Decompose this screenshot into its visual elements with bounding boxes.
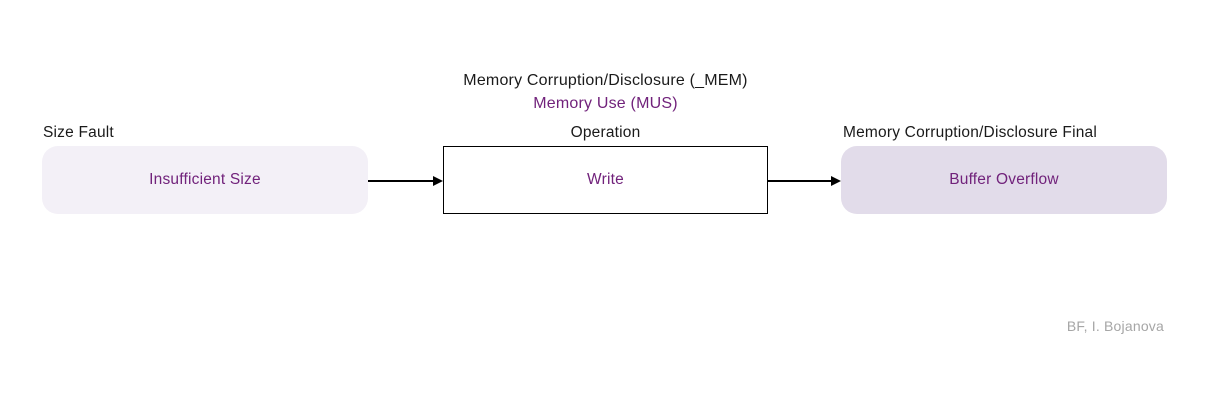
node-buffer-overflow: Buffer Overflow — [841, 146, 1167, 214]
node-insufficient-size: Insufficient Size — [42, 146, 368, 214]
arrowhead-icon — [831, 175, 841, 186]
diagram-title: Memory Corruption/Disclosure (_MEM) — [463, 72, 748, 89]
arrow-operation-to-final — [768, 175, 841, 186]
node-write: Write — [443, 146, 768, 214]
node-label-size-fault: Size Fault — [43, 124, 114, 141]
node-insufficient-size-text: Insufficient Size — [149, 171, 261, 188]
node-label-memory-corruption-final: Memory Corruption/Disclosure Final — [843, 124, 1098, 141]
node-label-operation: Operation — [570, 124, 641, 141]
diagram-subtitle: Memory Use (MUS) — [533, 95, 678, 112]
arrowhead-icon — [433, 175, 443, 186]
node-write-text: Write — [587, 171, 624, 188]
arrow-cause-to-operation — [368, 175, 443, 186]
attribution-text: BF, I. Bojanova — [1066, 318, 1164, 334]
diagram-title-block: Memory Corruption/Disclosure (_MEM) Memo… — [383, 69, 828, 115]
node-buffer-overflow-text: Buffer Overflow — [949, 171, 1059, 188]
